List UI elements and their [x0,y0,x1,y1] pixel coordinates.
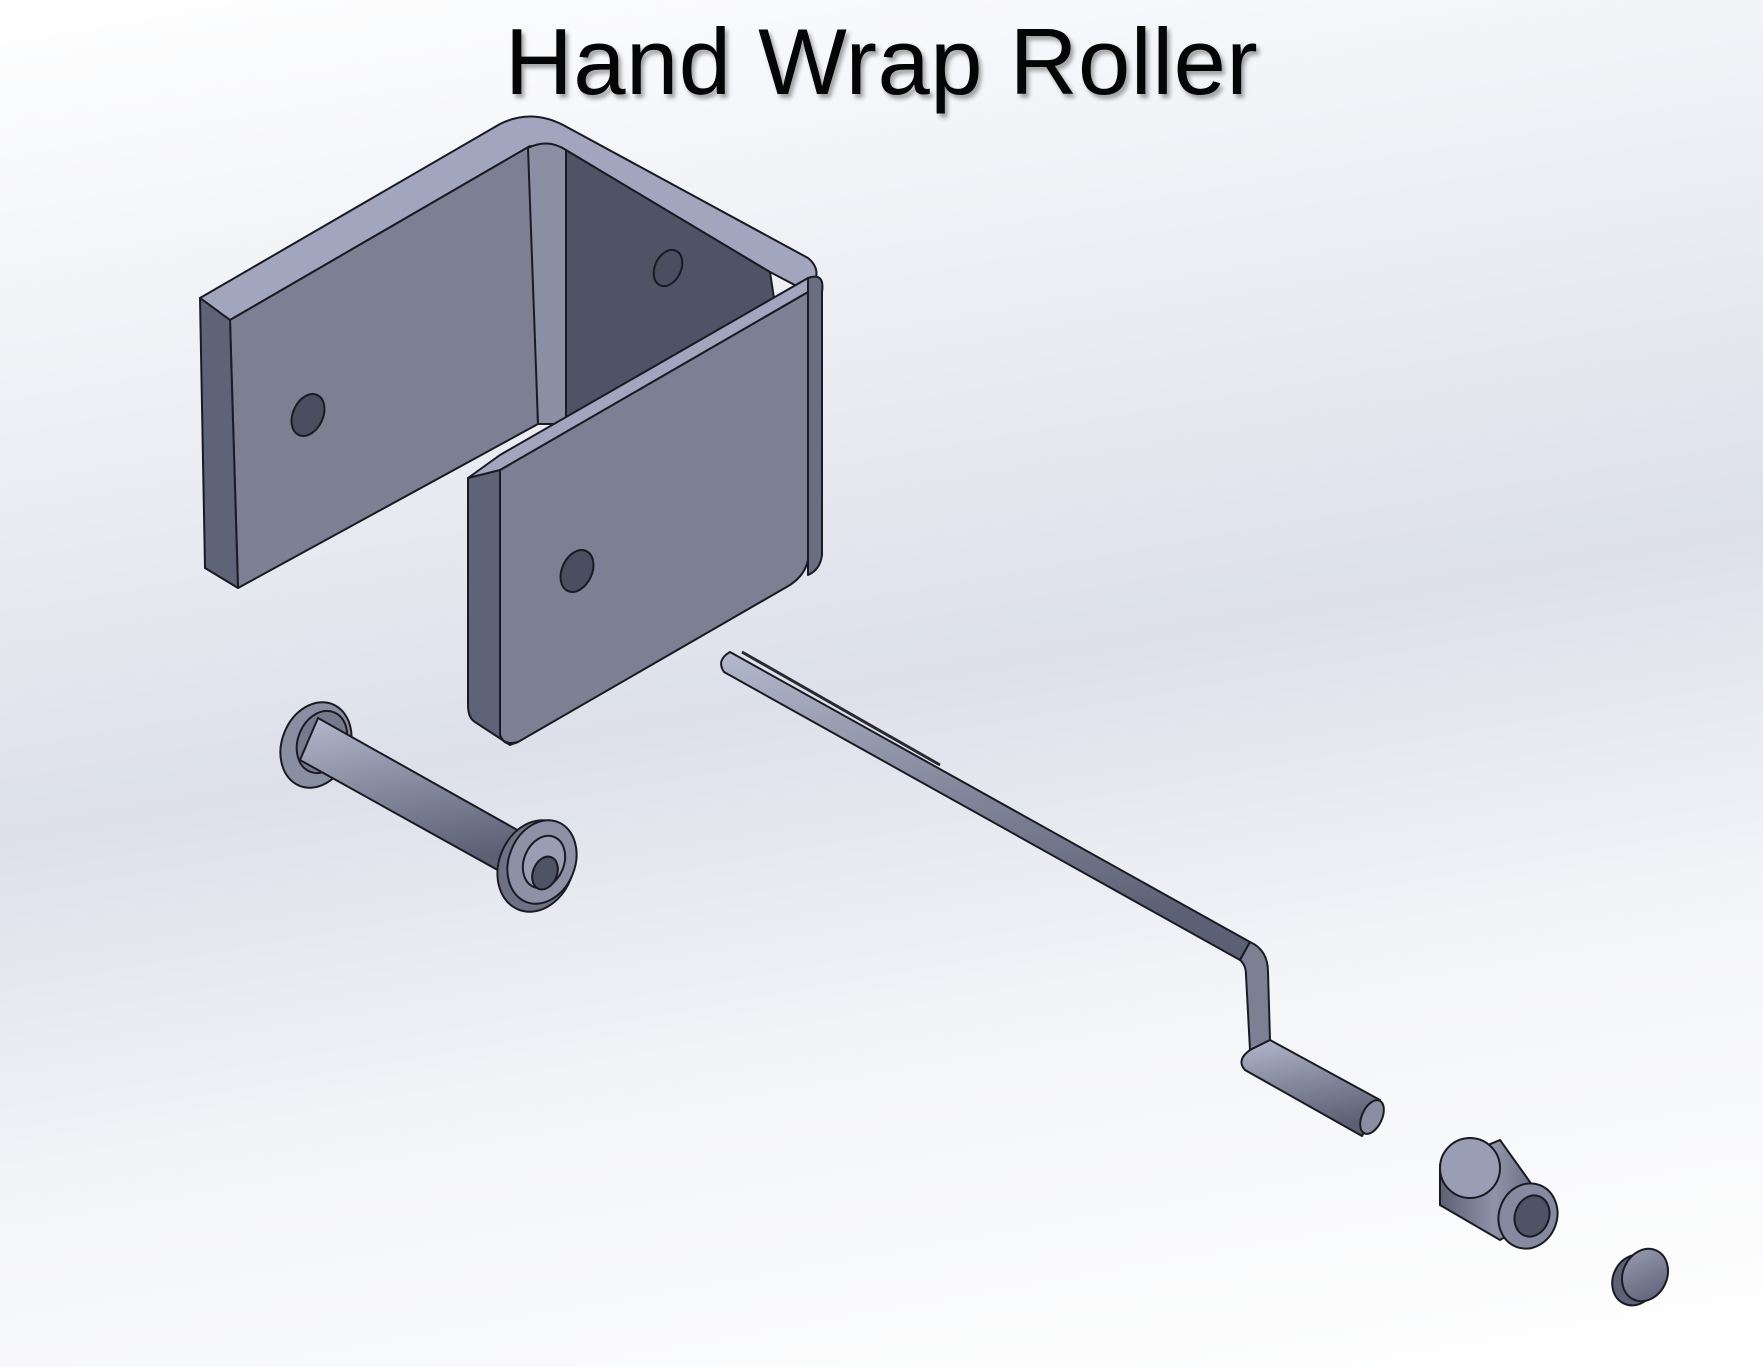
crank-main-shaft [720,651,1251,961]
bracket-front-side-edge [467,469,519,746]
crank-rod [720,650,1385,1137]
diagram-title: Hand Wrap Roller [504,9,1259,114]
cap-face [1621,1247,1669,1303]
hole-front-plate [559,549,595,593]
bracket-left-edge [199,297,239,589]
crank-end-face [1359,1099,1385,1135]
spool-bore [531,855,559,891]
crank-keyway [741,650,941,767]
bushing-bore [1513,1194,1551,1238]
bushing-sleeve [1439,1137,1559,1250]
end-cap [1611,1247,1669,1307]
u-bracket [199,115,824,746]
crank-vertical-offset [1239,941,1271,1051]
spool-shaft [298,716,530,880]
crank-lower-arm [1240,1039,1381,1137]
hole-back-plate [652,248,684,288]
bracket-right-edge [807,275,824,576]
hole-left-plate [290,393,326,437]
spool-axle [279,701,578,913]
bracket-inner-bend [527,142,567,425]
